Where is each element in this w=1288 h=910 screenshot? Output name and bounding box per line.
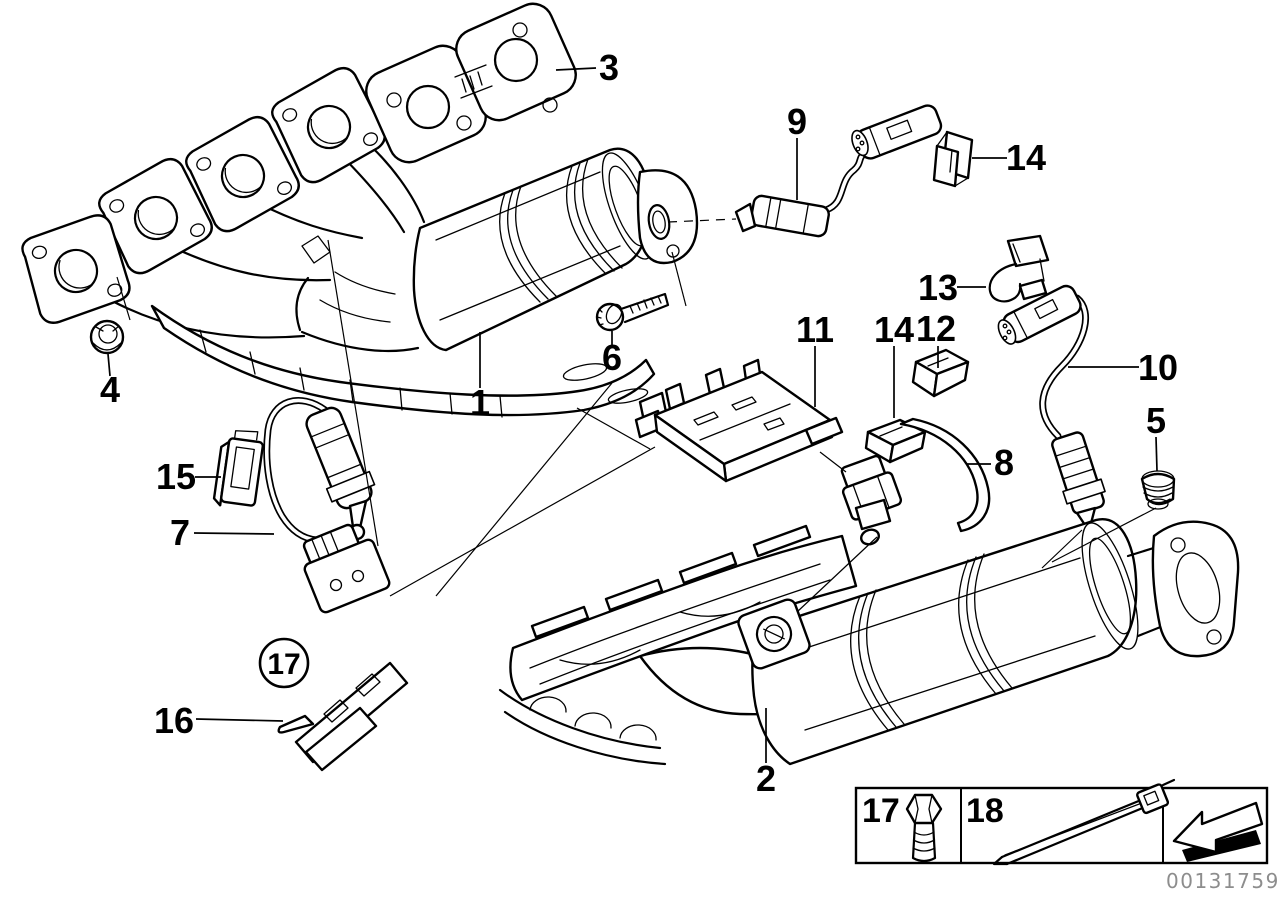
hex-bolt-icon	[905, 793, 943, 863]
oxygen-sensor-9	[734, 104, 943, 238]
sealing-plug-5	[1140, 470, 1176, 510]
legend-item-18-number: 18	[966, 792, 1004, 830]
pointer-line-3	[116, 276, 131, 321]
catalyst-2-outlet-flange	[1126, 520, 1240, 658]
callout-14: 14	[1006, 137, 1046, 178]
callout-7: 7	[170, 512, 190, 553]
pointer-line-9	[796, 536, 878, 613]
pointer-lines	[116, 218, 1157, 613]
leader-line-3	[555, 67, 597, 71]
callout-circle-17	[258, 637, 310, 689]
sensor-boss-plate	[737, 598, 811, 670]
callout-4: 4	[100, 369, 120, 410]
pointer-line-4	[327, 239, 379, 547]
oxygen-sensor-8	[840, 417, 991, 546]
holder-15	[212, 430, 264, 507]
pointer-line-8	[819, 451, 847, 473]
pointer-line-2	[671, 251, 687, 307]
callout-11: 11	[796, 309, 834, 350]
oxygen-sensor-10	[997, 284, 1106, 533]
sensor-boss-marker	[301, 235, 331, 264]
leader-line-7	[193, 532, 275, 535]
callout-2: 2	[756, 758, 776, 799]
legend-item-17-number: 17	[862, 792, 900, 830]
clip-12	[911, 348, 970, 398]
catalyst-1-outlet-flange	[636, 169, 699, 265]
catalytic-converter-2-body	[751, 518, 1139, 766]
callout-12: 12	[916, 308, 956, 349]
callout-1: 1	[470, 382, 490, 423]
catalytic-converter-1-body	[412, 147, 655, 352]
callout-13: 13	[918, 267, 958, 308]
leader-line-4	[107, 353, 111, 377]
oxygen-sensor-7	[263, 397, 391, 614]
cable-tie-icon	[992, 778, 1176, 866]
pointer-line-5	[389, 446, 656, 597]
callout-14: 14	[874, 309, 914, 350]
image-number: 00131759	[1166, 869, 1280, 893]
cable-bracket-11	[634, 358, 844, 483]
pointer-line-10	[1041, 529, 1083, 569]
callout-8: 8	[994, 442, 1014, 483]
callout-16: 16	[154, 700, 194, 741]
pointer-line-6	[435, 382, 613, 597]
legend: 17 18	[854, 778, 1269, 866]
callout-3: 3	[599, 47, 619, 88]
leader-line-5	[1155, 436, 1158, 472]
callout-17: 17	[267, 648, 300, 681]
callout-9: 9	[787, 101, 807, 142]
pointer-line-11	[1051, 507, 1157, 563]
exhaust-manifold-with-catalyst-1	[17, 61, 699, 418]
bolt-6	[595, 292, 670, 332]
heat-shield-upper	[150, 304, 656, 418]
callout-6: 6	[602, 337, 622, 378]
clip-14-upper	[932, 130, 974, 188]
direction-arrow-icon	[1172, 801, 1264, 862]
pointer-line-1	[667, 218, 737, 223]
pointer-line-7	[576, 407, 651, 450]
exhaust-gasket-3	[365, 2, 577, 164]
callout-15: 15	[156, 456, 196, 497]
leader-line-16	[195, 718, 284, 722]
heat-shield-lower	[509, 524, 858, 702]
exhaust-manifold-with-catalyst-2	[498, 518, 1240, 766]
clamp-13	[988, 234, 1050, 303]
callout-5: 5	[1146, 400, 1166, 441]
hex-nut-4	[89, 319, 125, 355]
bracket-16	[277, 661, 409, 772]
callout-10: 10	[1138, 347, 1178, 388]
